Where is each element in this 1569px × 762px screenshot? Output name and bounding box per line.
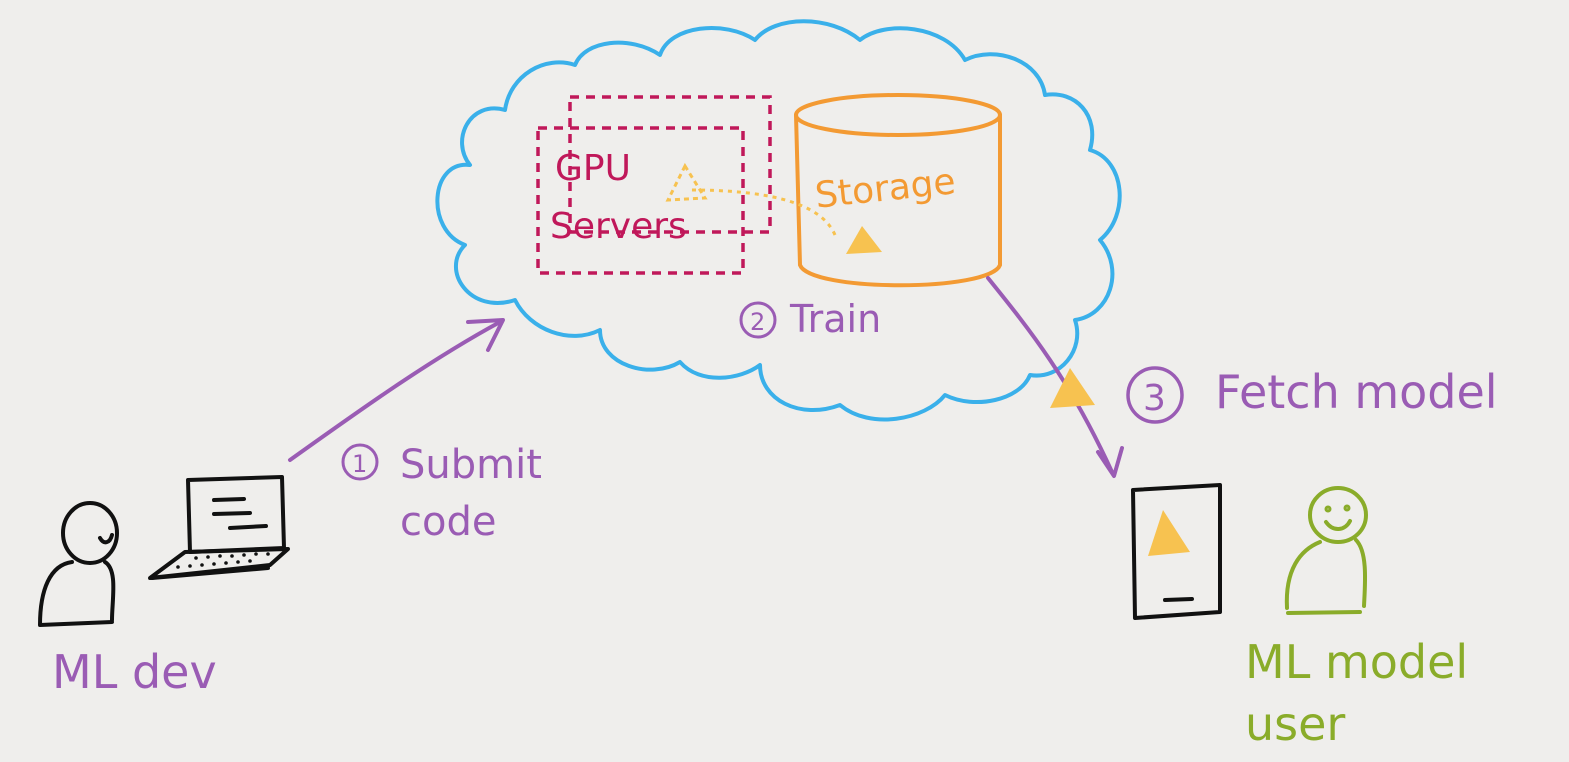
step-1-circle (341, 443, 379, 481)
dev-label: ML dev (52, 645, 217, 699)
storage-label: Storage (813, 161, 957, 216)
step-1-label-line2: code (400, 499, 496, 545)
smiling-person-icon (1284, 486, 1368, 615)
gpu-label-line1: GPU (555, 148, 631, 189)
triangle-icon (665, 162, 708, 202)
step-2-number: 2 (750, 308, 765, 336)
phone-icon (1131, 483, 1222, 620)
laptop-icon (148, 475, 290, 580)
person-icon (38, 501, 119, 627)
triangle-icon (1050, 368, 1095, 408)
model-copy-path (689, 188, 837, 236)
submit-arrowhead (466, 318, 505, 352)
fetch-arrowhead (1096, 446, 1124, 478)
step-3-number: 3 (1143, 378, 1166, 419)
step-1-label-line1: Submit (400, 442, 542, 488)
submit-arrow (288, 320, 502, 462)
laptop-keys (176, 552, 270, 569)
triangle-icon (1148, 510, 1190, 556)
step-2-circle (739, 301, 777, 339)
cylinder-icon (794, 93, 1002, 288)
step-1-number: 1 (352, 450, 367, 478)
gpu-server-back (568, 95, 772, 234)
step-2-label: Train (789, 297, 881, 341)
fetch-arrow (986, 276, 1114, 474)
step-3-label: Fetch model (1215, 365, 1498, 419)
gpu-server-front (536, 126, 745, 275)
triangle-icon (846, 226, 882, 254)
user-label-line2: user (1245, 697, 1345, 751)
gpu-label-line2: Servers (550, 206, 687, 247)
step-3-circle (1126, 366, 1184, 424)
cloud-icon (435, 19, 1122, 422)
user-label-line1: ML model (1245, 635, 1468, 689)
